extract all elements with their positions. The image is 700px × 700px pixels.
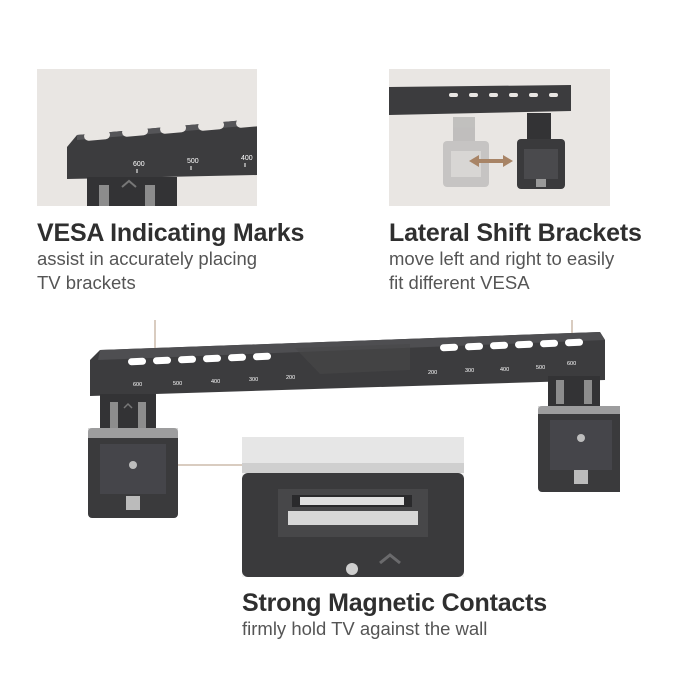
magnetic-contacts-description: firmly hold TV against the wall [242, 618, 488, 639]
wall-mount-illustration: 600 500 400 300 200 200 300 400 500 600 [80, 290, 624, 530]
mount-left-mark-400: 400 [211, 379, 220, 385]
mount-right-mark-500: 500 [536, 365, 545, 371]
magnetic-contacts-closeup-image [242, 437, 464, 577]
lateral-shift-title: Lateral Shift Brackets [389, 219, 642, 247]
mount-right-mark-300: 300 [465, 368, 474, 374]
mount-left-mark-600: 600 [133, 382, 142, 388]
mount-right-mark-600: 600 [567, 361, 576, 367]
mount-left-mark-300: 300 [249, 377, 258, 383]
mount-left-mark-500: 500 [173, 381, 182, 387]
mount-left-mark-200: 200 [286, 375, 295, 381]
vesa-title: VESA Indicating Marks [37, 219, 305, 247]
closeup-mark-400: 400 [241, 155, 253, 162]
vesa-description-line-2: TV brackets [37, 272, 136, 293]
vesa-description-line-1: assist in accurately placing [37, 248, 258, 269]
lateral-shift-closeup-image [389, 69, 610, 206]
mount-right-mark-400: 400 [500, 367, 509, 373]
vesa-closeup-image: 600 500 400 [37, 69, 257, 206]
lateral-shift-description-line-1: move left and right to easily [389, 248, 615, 269]
mount-right-mark-200: 200 [428, 370, 437, 376]
closeup-mark-600: 600 [133, 161, 145, 168]
closeup-mark-500: 500 [187, 158, 199, 165]
magnetic-contacts-title: Strong Magnetic Contacts [242, 589, 547, 617]
lateral-shift-description-line-2: fit different VESA [389, 272, 530, 293]
